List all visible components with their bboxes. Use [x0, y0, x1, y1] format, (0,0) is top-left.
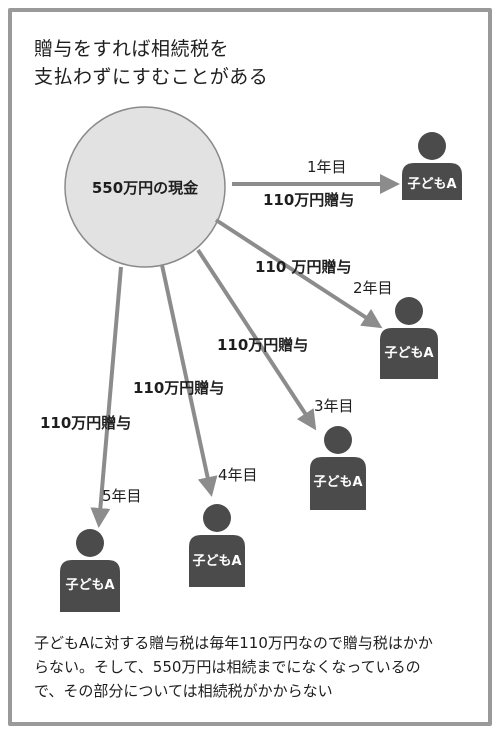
person-icon-2: 子どもA	[380, 297, 438, 379]
year-label-1: 1年目	[307, 158, 347, 176]
year-label-2: 2年目	[353, 279, 393, 297]
recipient-label-5: 子どもA	[65, 578, 114, 593]
person-icon-4: 子どもA	[189, 504, 245, 587]
gift-arrows	[90, 174, 400, 528]
recipient-label-4: 子どもA	[192, 554, 241, 569]
arrow-year-3	[196, 248, 317, 431]
caption-line-1: 子どもAに対する贈与税は毎年110万円なので贈与税はかか	[34, 634, 433, 652]
arrow-year-2	[214, 218, 383, 329]
caption-line-3: で、その部分については相続税がかからない	[34, 682, 333, 700]
person-icon-1: 子どもA	[402, 132, 462, 200]
gift-label-5: 110万円贈与	[40, 414, 131, 432]
gift-label-4: 110万円贈与	[133, 379, 224, 397]
title-line-1: 贈与をすれば相続税を	[34, 38, 230, 60]
gift-label-1: 110万円贈与	[263, 191, 354, 209]
arrow-year-5	[90, 266, 123, 528]
gift-label-2: 110 万円贈与	[255, 258, 352, 276]
year-label-5: 5年目	[102, 487, 142, 505]
recipient-label-3: 子どもA	[313, 475, 362, 490]
caption-line-2: らない。そして、550万円は相続までになくなっているの	[34, 658, 421, 676]
person-icon-3: 子どもA	[310, 426, 366, 510]
arrow-year-4	[160, 264, 218, 497]
person-icon-5: 子どもA	[60, 529, 120, 612]
year-label-4: 4年目	[218, 466, 258, 484]
year-label-3: 3年目	[314, 397, 354, 415]
cash-label: 550万円の現金	[92, 179, 199, 197]
gift-label-3: 110万円贈与	[217, 336, 308, 354]
title-line-2: 支払わずにすむことがある	[34, 66, 269, 88]
cash-circle	[64, 106, 226, 268]
recipient-label-1: 子どもA	[407, 177, 456, 192]
recipient-label-2: 子どもA	[384, 346, 433, 361]
